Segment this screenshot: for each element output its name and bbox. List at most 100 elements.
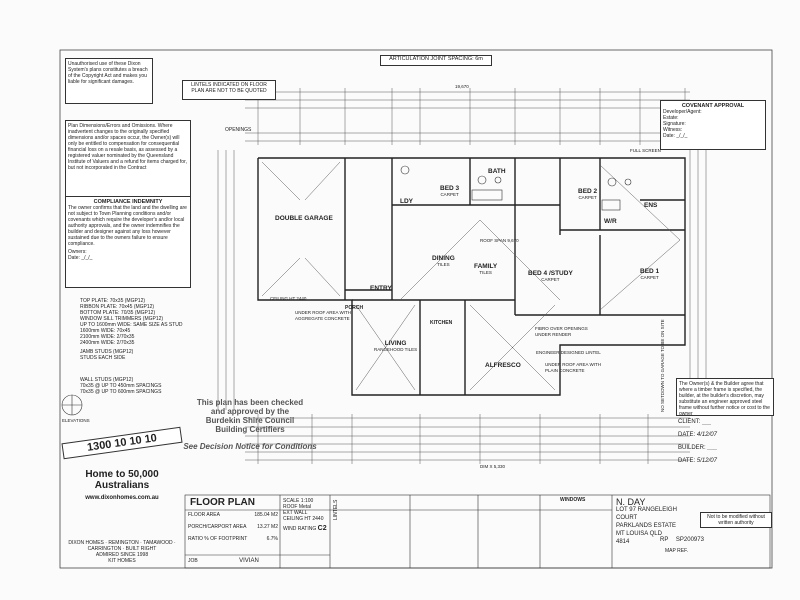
- promo-block: 1300 10 10 10 Home to 50,000 Australians…: [61, 425, 183, 501]
- spec-line: 70x35 @ UP TO 600mm SPACINGS: [80, 389, 162, 395]
- room-bed1: BED 1 CARPET: [640, 268, 659, 280]
- setdown-note: NO SETDOWN TO GARAGE TO BE ON SITE: [660, 319, 665, 412]
- postcode: 4814: [616, 539, 630, 545]
- dimension-errors-text: Plan Dimensions/Errors and Omissions. Wh…: [68, 123, 187, 171]
- windows-header: WINDOWS: [560, 497, 586, 503]
- date-value: 5/12/07: [696, 458, 717, 464]
- wind-value: C2: [317, 525, 327, 532]
- articulation-note: ARTICULATION JOINT SPACING: 6m: [380, 55, 492, 66]
- lintels-note: LINTELS INDICATED ON FLOOR PLAN ARE NOT …: [182, 80, 276, 100]
- room-porch: PORCH: [345, 305, 363, 311]
- roof-label: ROOF: [283, 504, 298, 510]
- room-kitchen: KITCHEN: [430, 320, 452, 326]
- phone-number: 1300 10 10 10: [61, 426, 183, 460]
- room-family: FAMILY TILES: [474, 263, 497, 275]
- rp-label: RP: [660, 537, 669, 543]
- brand-label: BUILT RIGHT: [125, 546, 157, 552]
- client-signature: CLIENT: ___: [678, 418, 712, 425]
- ceiling-value: 2440: [312, 516, 324, 522]
- design-name: VIVIAN: [239, 558, 259, 564]
- room-label: DINING: [432, 255, 455, 262]
- room-living: LIVING RANGEHOOD TILES: [374, 340, 417, 352]
- floor-plan-title: FLOOR PLAN: [190, 497, 255, 508]
- room-floor: TILES: [437, 262, 450, 267]
- town-name: MT LOUISA QLD: [616, 531, 662, 537]
- room-floor: CARPET: [578, 195, 597, 200]
- not-modified-text: Not to be modified without written autho…: [707, 514, 765, 526]
- room-entry: ENTRY: [370, 285, 392, 292]
- room-bed2: BED 2 CARPET: [578, 188, 597, 200]
- room-floor: CARPET: [440, 192, 459, 197]
- engineer-lintel-note: ENGINEER DESIGNED LINTEL: [536, 350, 601, 355]
- room-label: ALFRESCO: [485, 362, 521, 369]
- compliance-body: The owner confirms that the land and the…: [68, 205, 187, 247]
- builder-date: DATE: 5/12/07: [678, 458, 768, 465]
- brand-label: TAMAWOOD: [143, 540, 173, 546]
- builder-label: BUILDER:: [678, 445, 706, 451]
- room-label: W/R: [604, 218, 617, 225]
- copyright-text: Unauthorised use of these Dixon System's…: [68, 61, 148, 85]
- room-floor: CARPET: [640, 275, 659, 280]
- room-alfresco: ALFRESCO: [485, 362, 521, 369]
- scale-label: SCALE: [283, 498, 300, 504]
- room-ens: ENS: [644, 202, 657, 209]
- full-screen-note: FULL SCREEN: [630, 148, 661, 153]
- compliance-owners: Owners:: [68, 249, 87, 255]
- lot-address: LOT 97 RANGELEIGH COURT: [616, 507, 677, 521]
- stamp-line: Burdekin Shire Council: [205, 416, 295, 425]
- brand-label: REMINGTON: [108, 540, 139, 546]
- admired-tagline: ADMIRED SINCE 1998: [95, 552, 149, 558]
- ceiling-height-note: CEILING HT 2440: [270, 296, 307, 301]
- spec-line: JAMB STUDS (MGP12): [80, 349, 134, 355]
- spec-line: TOP PLATE: 70x35 (MGP12): [80, 298, 146, 304]
- room-label: FAMILY: [474, 263, 498, 270]
- scale-value: 1:100: [300, 498, 314, 504]
- room-double-garage: DOUBLE GARAGE: [275, 215, 333, 222]
- copyright-notice: Unauthorised use of these Dixon System's…: [65, 58, 153, 104]
- covenant-approval: COVENANT APPROVAL Developer/Agent: Estat…: [660, 100, 766, 150]
- ceiling-label: CEILING HT: [283, 516, 311, 522]
- porch-area-value: 13.27 M2: [257, 524, 278, 530]
- elevations-label: ELEVATIONS: [62, 418, 90, 423]
- covenant-title: COVENANT APPROVAL: [681, 103, 745, 109]
- under-roof-note: UNDER ROOF AREA WITH AGGREGATE CONCRETE: [295, 310, 352, 321]
- kit-homes-label: KIT HOMES: [108, 558, 136, 564]
- room-bed4-study: BED 4 /STUDY CARPET: [528, 270, 573, 282]
- room-floor: RANGEHOOD TILES: [374, 347, 418, 352]
- spec-line: 1600mm WIDE: 70x45: [80, 328, 131, 334]
- room-label: BED 4 /STUDY: [528, 270, 573, 277]
- room-label: DOUBLE GARAGE: [275, 215, 333, 222]
- covenant-field: Estate:: [663, 115, 679, 121]
- plain-concrete-note: UNDER ROOF AREA WITH PLAIN CONCRETE: [545, 362, 602, 373]
- compliance-title: COMPLIANCE INDEMNITY: [93, 199, 163, 205]
- ext-wall-label: EXT WALL: [283, 510, 308, 516]
- roof-span-note: ROOF SPAN 9,670: [480, 238, 519, 243]
- covenant-field: Signature:: [663, 121, 686, 127]
- bottom-dimension: DIM X 5,330: [480, 464, 506, 469]
- room-label: KITCHEN: [430, 320, 453, 326]
- client-date: DATE: 4/12/07: [678, 432, 768, 439]
- room-label: LDY: [400, 198, 413, 205]
- room-label: BED 1: [640, 268, 660, 275]
- brand-logos: DIXON HOMES · REMINGTON · TAMAWOOD · CAR…: [62, 540, 182, 564]
- floor-area-label: FLOOR AREA: [188, 512, 220, 518]
- website: www.dixonhomes.com.au: [85, 495, 159, 501]
- spec-line: STUDS EACH SIDE: [80, 355, 126, 361]
- stamp-line: Building Certifiers: [215, 425, 285, 434]
- date-value: 4/12/07: [696, 432, 717, 438]
- fibro-note: FIBRO OVER OPENINGS UNDER RENDER: [535, 326, 588, 337]
- job-row: JOB VIVIAN: [188, 558, 328, 564]
- brand-label: DIXON HOMES: [68, 540, 104, 546]
- client-details: N. DAY LOT 97 RANGELEIGH COURT PARKLANDS…: [616, 498, 696, 546]
- wind-label: WIND RATING: [283, 526, 317, 532]
- room-wir: W/R: [604, 218, 617, 225]
- compliance-indemnity: COMPLIANCE INDEMNITY The owner confirms …: [65, 196, 191, 288]
- room-label: BATH: [488, 168, 506, 175]
- rp-value: SP200973: [675, 537, 704, 543]
- lintels-note-text: LINTELS INDICATED ON FLOOR PLAN ARE NOT …: [191, 82, 267, 94]
- spec-line: WINDOW SILL TRIMMERS (MGP12): [80, 316, 164, 322]
- room-dining: DINING TILES: [432, 255, 455, 267]
- date-label: DATE:: [678, 432, 696, 438]
